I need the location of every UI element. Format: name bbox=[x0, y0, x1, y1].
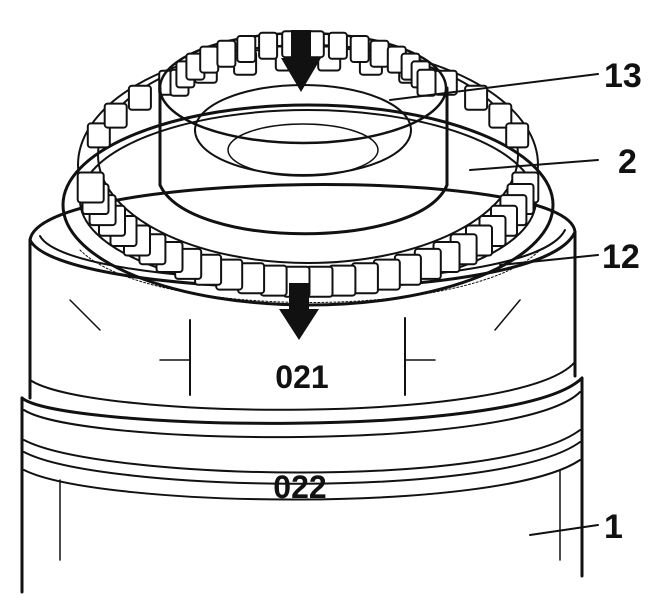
sleeve-teeth-tooth bbox=[349, 35, 370, 63]
spline-ring-serration bbox=[79, 249, 541, 303]
callout-13: 13 bbox=[604, 57, 642, 95]
inner-sleeve bbox=[158, 30, 449, 236]
part-mark-021: 021 bbox=[275, 359, 328, 395]
callout-12: 12 bbox=[602, 238, 640, 276]
leader-2 bbox=[469, 159, 599, 171]
leader-13 bbox=[389, 73, 599, 101]
arrow-lower bbox=[279, 283, 319, 340]
ring-teeth-tooth bbox=[505, 122, 530, 149]
drum-web-right bbox=[494, 299, 521, 331]
sleeve-teeth bbox=[169, 30, 437, 97]
ring-teeth-tooth bbox=[76, 171, 105, 204]
sleeve-inner-gear bbox=[227, 123, 379, 177]
callout-2: 2 bbox=[618, 143, 637, 181]
arrow-upper-shaft bbox=[291, 30, 311, 58]
ring-teeth-tooth bbox=[464, 84, 489, 111]
arrow-upper-head bbox=[281, 58, 321, 92]
sleeve-bottom bbox=[158, 183, 449, 236]
leader-12 bbox=[499, 254, 599, 266]
housing-rim-inner bbox=[23, 391, 581, 439]
arrow-lower-head bbox=[279, 309, 319, 340]
housing-band bbox=[23, 459, 581, 501]
sleeve-teeth-tooth bbox=[216, 39, 237, 68]
sleeve-teeth-tooth bbox=[416, 68, 437, 97]
sleeve-teeth-tooth bbox=[327, 31, 348, 60]
part-mark-022: 022 bbox=[273, 469, 326, 505]
arrow-lower-shaft bbox=[289, 283, 309, 309]
ring-teeth-tooth bbox=[127, 84, 152, 111]
drum-lower-band bbox=[29, 361, 576, 411]
leader-1 bbox=[529, 524, 599, 536]
callout-1: 1 bbox=[604, 508, 623, 546]
housing-groove-lower bbox=[23, 441, 581, 485]
ring-teeth-tooth bbox=[488, 102, 513, 129]
sleeve-teeth-tooth bbox=[369, 39, 390, 68]
sleeve-teeth-tooth bbox=[236, 35, 257, 63]
sleeve-teeth-tooth bbox=[258, 31, 279, 60]
sleeve-teeth-tooth bbox=[199, 45, 220, 74]
drum-web-left bbox=[69, 299, 101, 331]
sleeve-inner-bore bbox=[194, 84, 412, 176]
ring-teeth-tooth bbox=[86, 122, 111, 149]
housing-top-rim bbox=[20, 376, 584, 425]
ring-teeth-tooth bbox=[103, 102, 128, 129]
callout-leaders bbox=[389, 73, 599, 536]
housing-groove-upper bbox=[23, 429, 581, 474]
outer-housing bbox=[20, 376, 584, 594]
arrow-upper bbox=[281, 30, 321, 92]
